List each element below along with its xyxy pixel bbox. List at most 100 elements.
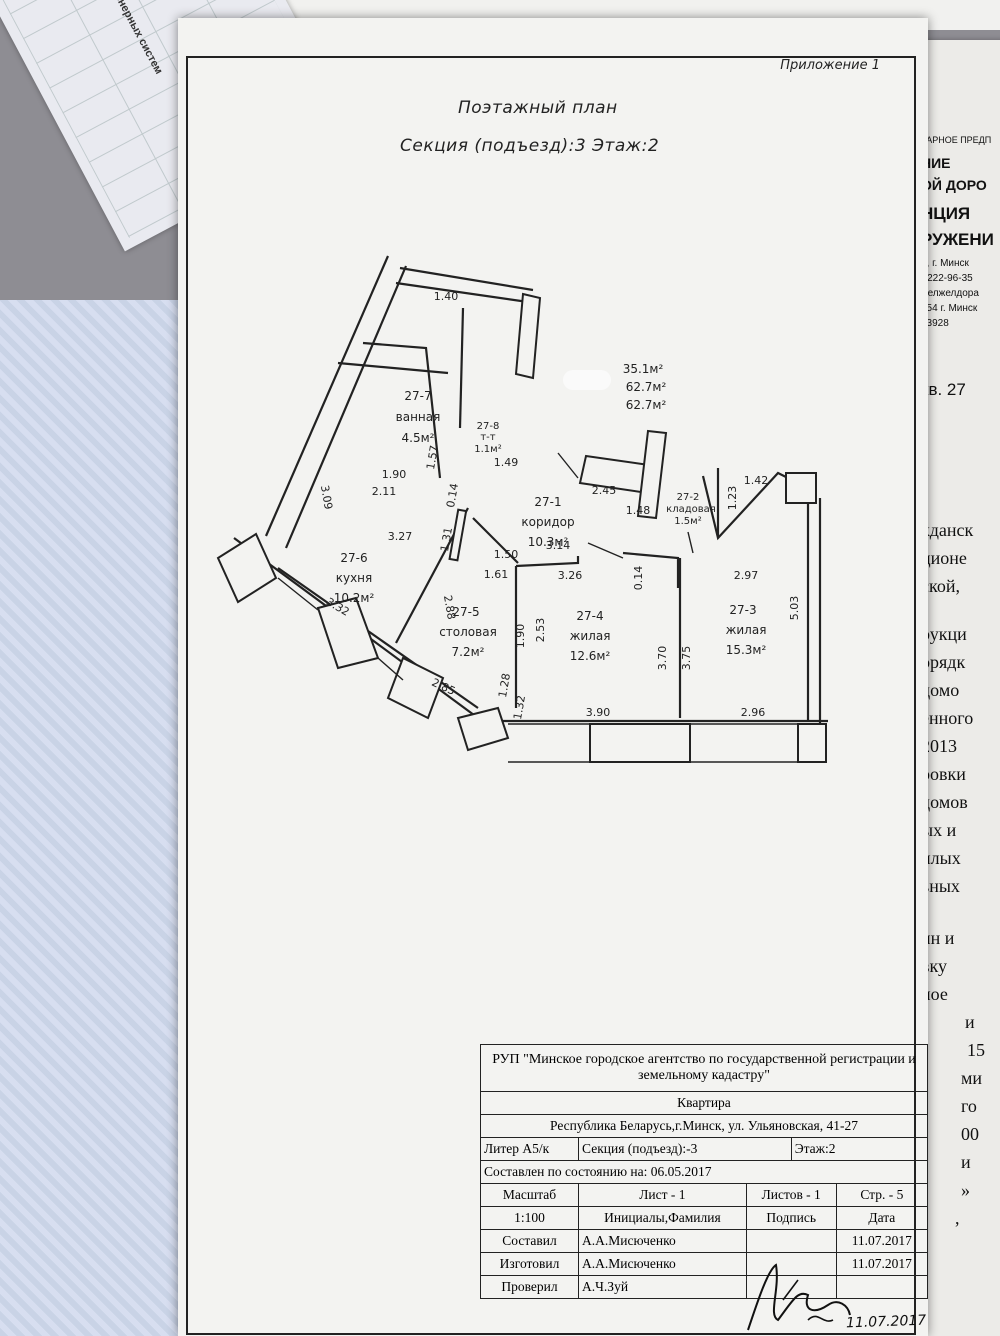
signature-header: Подпись: [745, 1206, 837, 1230]
right-sheet-line: ,: [955, 1208, 960, 1228]
title-block-table: РУП "Минское городское агентство по госу…: [479, 1044, 929, 1299]
room-name: кладовая: [666, 504, 716, 515]
wall-kitchen-top: [337, 361, 449, 375]
title-block: РУП "Минское городское агентство по госу…: [479, 1044, 929, 1334]
right-sheet-line: илых: [921, 848, 961, 868]
right-sheet-line: РУЖЕНИ: [921, 230, 994, 249]
dim-label: 1.23: [726, 486, 739, 511]
dim-label: 1.31: [438, 526, 455, 552]
plan-title: Поэтажный план: [458, 98, 618, 118]
right-sheet-line: ТАРНОЕ ПРЕДП: [921, 135, 992, 145]
dim-label: 1.90: [514, 624, 527, 649]
outer-wall-left: [264, 255, 390, 537]
room-area: 1.1м²: [474, 444, 501, 455]
dim-label: 2.53: [534, 618, 547, 643]
column-1: [514, 292, 542, 380]
right-sheet-line: НИЕ: [921, 155, 951, 171]
room-id: 27-1: [534, 495, 561, 509]
date-made: 11.07.2017: [835, 1252, 929, 1276]
pier-4: [456, 706, 510, 752]
date-checked: [835, 1275, 929, 1299]
right-sheet-line: рукци: [921, 624, 967, 644]
handwritten-signature: [747, 1263, 851, 1331]
dim-label: 0.14: [444, 482, 461, 508]
right-sheet-line: и: [961, 1152, 971, 1172]
room-id: 27-3: [729, 603, 756, 617]
page-number: Стр. - 5: [835, 1183, 929, 1207]
right-sheet-line: кв. 27: [921, 380, 966, 399]
floor-plan-drawing: 35.1м² 62.7м² 62.7м² 27-7 ванная 4.5м² 2…: [216, 255, 828, 763]
room-id: 27-4: [576, 609, 603, 623]
outer-wall-left-inner: [284, 265, 408, 549]
dim-label: 1.57: [424, 444, 441, 470]
room-area: 10.3м²: [528, 535, 569, 549]
room-name: жилая: [726, 623, 767, 637]
date-header: Дата: [835, 1206, 929, 1230]
name-compiled: А.А.Мисюченко: [578, 1229, 747, 1253]
right-sheet-line: 15: [967, 1040, 985, 1060]
pier-5: [589, 723, 691, 763]
sheet-number: Лист - 1: [578, 1183, 747, 1207]
dim-label: 1.42: [744, 474, 769, 487]
right-sheet-line: орядк: [921, 652, 966, 672]
scale-value: 1:100: [479, 1206, 580, 1230]
dim-label: 3.90: [586, 706, 611, 719]
role-made: Изготовил: [479, 1252, 580, 1276]
right-sheet-line: 254 г. Минск: [921, 303, 978, 314]
right-sheet-line: 63928: [921, 318, 949, 329]
pier-6: [797, 723, 827, 763]
right-sheet-line: ционе: [921, 548, 967, 568]
signature-cell: [745, 1252, 837, 1276]
dim-label: 2.11: [372, 485, 397, 498]
object-address: Республика Беларусь,г.Минск, ул. Ульянов…: [480, 1114, 928, 1138]
right-sheet-line: ьных: [921, 876, 960, 896]
right-sheet-line: и: [965, 1012, 975, 1032]
room-name: жилая: [570, 629, 611, 643]
room-id: 27-8: [477, 421, 500, 432]
dim-label: 3.09: [318, 484, 335, 510]
dim-label: 3.75: [680, 646, 693, 671]
dim-label: 1.48: [626, 504, 651, 517]
top-wall: [395, 281, 529, 304]
dim-label: 1.50: [494, 548, 519, 561]
door-swing-2: [587, 542, 624, 559]
room-area: 10.2м²: [334, 591, 375, 605]
room-id: 27-7: [404, 389, 431, 403]
right-sheet-line: ровки: [921, 764, 966, 784]
sheet-frame: [186, 56, 916, 1335]
right-sheet-line: кданск: [921, 520, 974, 540]
redaction-blur: [563, 370, 611, 390]
door-swing-1: [557, 452, 579, 479]
room-id: 27-6: [340, 551, 367, 565]
plan-total-2: 62.7м²: [626, 380, 667, 394]
dim-label: 1.61: [484, 568, 509, 581]
wall-room4-top: [515, 556, 580, 568]
right-sheet-line: ской,: [921, 576, 960, 596]
dim-label: 2.97: [734, 569, 759, 582]
right-sheet-line: домов: [921, 792, 968, 812]
room-name: коридор: [521, 515, 574, 529]
dim-label: 1.28: [496, 672, 513, 698]
column-3: [636, 429, 668, 520]
role-checked: Проверил: [479, 1275, 580, 1299]
room-area: 1.5м²: [674, 516, 701, 527]
room-area: 12.6м²: [570, 649, 611, 663]
right-sheet-line: го: [961, 1096, 977, 1116]
dim-label: 2.88: [441, 594, 458, 620]
role-compiled: Составил: [479, 1229, 580, 1253]
right-sheet-line: 4, г. Минск: [921, 258, 969, 269]
section: Секция (подъезд):-3: [578, 1137, 792, 1161]
wall-corridor-left: [458, 307, 465, 429]
floor: Этаж:2: [790, 1137, 929, 1161]
partition: [448, 508, 468, 562]
outer-wall-bottom-left-inner: [277, 567, 479, 709]
room-area: 15.3м²: [726, 643, 767, 657]
right-sheet-line: нн и: [921, 928, 955, 948]
plan-total-1: 35.1м²: [623, 362, 664, 376]
appendix-label: Приложение 1: [780, 58, 880, 73]
room-area: 7.2м²: [452, 645, 485, 659]
right-sheet-line: 00: [961, 1124, 979, 1144]
window-2: [377, 657, 404, 681]
plan-subtitle: Секция (подъезд):3 Этаж:2: [400, 136, 660, 156]
wall-room4-top-right: [622, 551, 680, 588]
